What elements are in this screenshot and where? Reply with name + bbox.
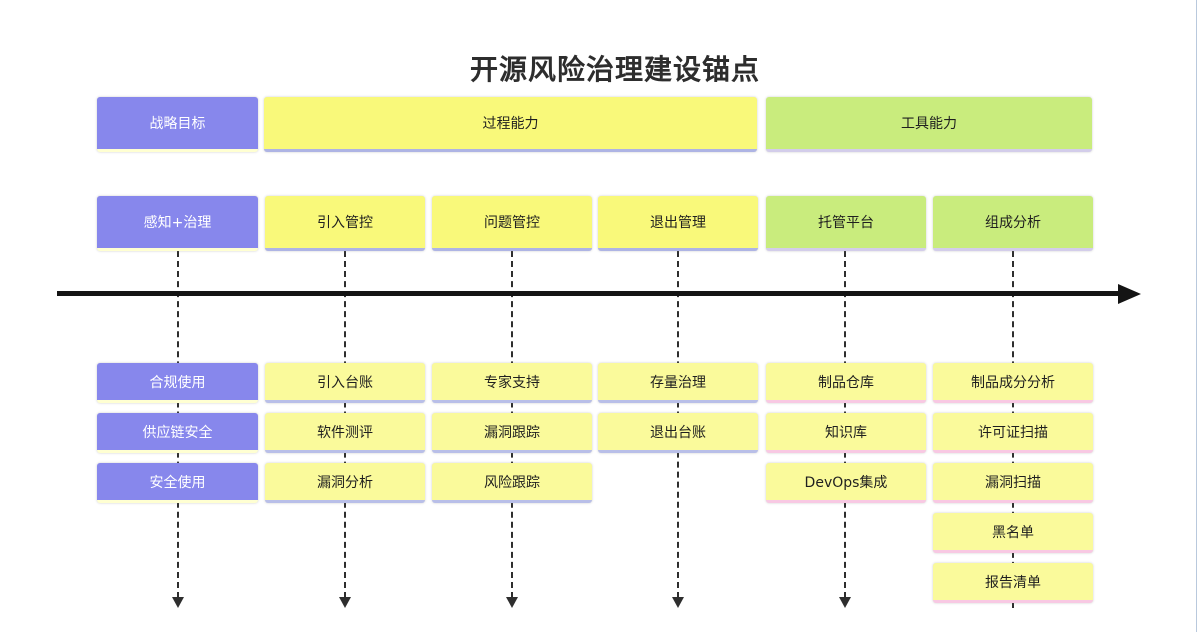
- box-composition-analysis: 组成分析: [933, 196, 1093, 251]
- arrowhead-down-col-exit: [672, 597, 684, 608]
- box-knowledge-base: 知识库: [766, 413, 926, 453]
- box-artifact-repository: 制品仓库: [766, 363, 926, 403]
- box-tool-capability: 工具能力: [766, 97, 1092, 152]
- box-supply-chain-security: 供应链安全: [97, 413, 258, 453]
- box-secure-use: 安全使用: [97, 463, 258, 503]
- arrowhead-down-col-issue: [506, 597, 518, 608]
- diagram-title: 开源风险治理建设锚点: [469, 53, 760, 86]
- box-exit-ledger: 退出台账: [598, 413, 758, 453]
- box-process-capability: 过程能力: [264, 97, 757, 152]
- page-right-edge-divider: [1196, 0, 1197, 632]
- box-vulnerability-scan: 漏洞扫描: [933, 463, 1093, 503]
- box-compliant-use: 合规使用: [97, 363, 258, 403]
- box-expert-support: 专家支持: [432, 363, 592, 403]
- box-intro-control: 引入管控: [265, 196, 425, 251]
- box-vulnerability-analysis: 漏洞分析: [265, 463, 425, 503]
- arrowhead-down-col-intro: [339, 597, 351, 608]
- box-stock-governance: 存量治理: [598, 363, 758, 403]
- box-perception-governance: 感知+治理: [97, 196, 258, 251]
- box-vulnerability-tracking: 漏洞跟踪: [432, 413, 592, 453]
- arrowhead-down-col-hosting: [839, 597, 851, 608]
- timeline-axis-line: [57, 291, 1120, 296]
- box-strategy-goal: 战略目标: [97, 97, 258, 152]
- box-exit-management: 退出管理: [598, 196, 758, 251]
- box-risk-tracking: 风险跟踪: [432, 463, 592, 503]
- box-hosting-platform: 托管平台: [766, 196, 926, 251]
- box-license-scan: 许可证扫描: [933, 413, 1093, 453]
- box-issue-control: 问题管控: [432, 196, 592, 251]
- box-software-evaluation: 软件测评: [265, 413, 425, 453]
- box-intro-ledger: 引入台账: [265, 363, 425, 403]
- box-report-list: 报告清单: [933, 563, 1093, 603]
- timeline-axis-arrowhead: [1118, 283, 1141, 304]
- box-devops-integration: DevOps集成: [766, 463, 926, 503]
- box-blacklist: 黑名单: [933, 513, 1093, 553]
- box-artifact-composition-analysis: 制品成分分析: [933, 363, 1093, 403]
- arrowhead-down-col-perception: [172, 597, 184, 608]
